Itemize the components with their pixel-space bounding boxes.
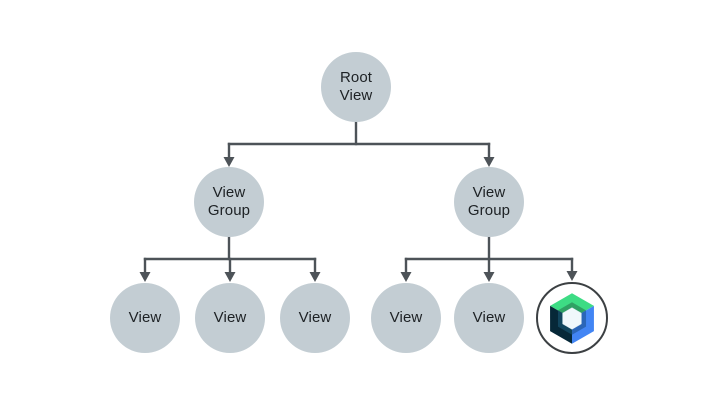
node-view-group-left: View Group <box>194 167 264 237</box>
arrowhead-view2 <box>224 272 236 282</box>
jetpack-compose-logo-icon <box>550 292 594 344</box>
arrowhead-view1 <box>139 272 151 282</box>
arrowhead-compose <box>566 271 578 281</box>
node-view-group-right: View Group <box>454 167 524 237</box>
arrowhead-group-right <box>483 157 495 167</box>
node-view-2: View <box>195 283 265 353</box>
node-view-4-label: View <box>389 309 423 327</box>
node-view-1: View <box>110 283 180 353</box>
node-root-view: Root View <box>321 52 391 122</box>
node-view-group-left-label: View Group <box>207 184 251 219</box>
node-view-3-label: View <box>298 309 332 327</box>
arrowhead-view3 <box>309 272 321 282</box>
node-view-3: View <box>280 283 350 353</box>
arrowhead-view4 <box>400 272 412 282</box>
node-view-4: View <box>371 283 441 353</box>
node-root-view-label: Root View <box>339 69 373 104</box>
arrowhead-group-left <box>223 157 235 167</box>
node-view-5-label: View <box>472 309 506 327</box>
node-compose <box>536 282 608 354</box>
node-view-1-label: View <box>128 309 162 327</box>
node-view-5: View <box>454 283 524 353</box>
node-view-2-label: View <box>213 309 247 327</box>
node-view-group-right-label: View Group <box>467 184 511 219</box>
arrowhead-view5 <box>483 272 495 282</box>
